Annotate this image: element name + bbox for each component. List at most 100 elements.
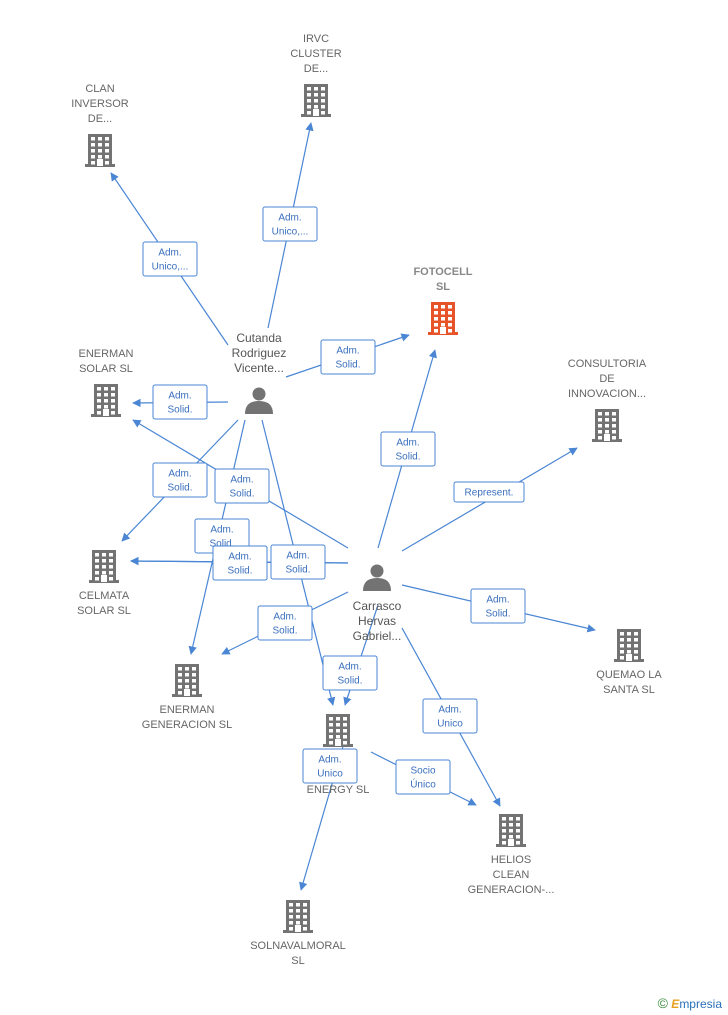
brand-initial: E (671, 997, 680, 1011)
relation-label[interactable]: Adm.Solid. (152, 462, 208, 498)
relation-label-text: Solid. (335, 360, 360, 371)
relation-label[interactable]: Adm.Solid. (152, 384, 208, 420)
node-fotocell[interactable]: FOTOCELL SL (413, 266, 473, 335)
node-label: CELMATA (79, 590, 130, 602)
node-label: SOLAR SL (79, 363, 133, 375)
node-helios[interactable]: HELIOSCLEANGENERACION-... (468, 814, 555, 896)
node-enerman_gen[interactable]: ENERMAN GENERACION SL (142, 664, 232, 731)
relation-label-text: Solid. (167, 483, 192, 494)
relation-label-box (395, 759, 451, 795)
relation-label[interactable]: Adm. Unico,... (262, 206, 318, 242)
relation-label-text: Adm. (486, 595, 509, 606)
node-label: HELIOS (491, 854, 531, 866)
node-clan[interactable]: CLAN INVERSOR DE... (71, 83, 129, 167)
building-icon (91, 384, 121, 417)
relation-label-box (212, 545, 268, 581)
relation-label[interactable]: Adm. Unico,... (142, 241, 198, 277)
brand-name: mpresia (679, 997, 722, 1011)
node-label: SL (291, 955, 304, 967)
copyright-icon: © (657, 995, 668, 1011)
node-label: Gabriel... (353, 629, 402, 643)
relation-label[interactable]: Adm.Unico (302, 748, 358, 784)
relation-label-box (320, 339, 376, 375)
empresia-watermark[interactable]: © Empresia (658, 995, 722, 1011)
relation-label-text: Adm. (230, 475, 253, 486)
node-label: ENERMAN (78, 348, 133, 360)
building-icon (614, 629, 644, 662)
node-label: DE... (88, 113, 112, 125)
node-label: INVERSOR (71, 98, 129, 110)
relation-label-text: Adm. (158, 248, 181, 259)
node-carrasco[interactable]: CarrascoHervasGabriel... (353, 564, 402, 644)
relation-label-box (380, 431, 436, 467)
node-label: IRVC (303, 33, 329, 45)
relation-label-text: Adm. (168, 391, 191, 402)
relation-label-box (302, 748, 358, 784)
node-label: Carrasco (353, 599, 402, 613)
relation-label-text: Adm. (210, 525, 233, 536)
relation-label[interactable]: Adm. Solid. (257, 605, 313, 641)
node-label: Hervas (358, 614, 396, 628)
node-label: CLEAN (493, 869, 530, 881)
relation-label-box (152, 384, 208, 420)
node-label: DE (599, 373, 614, 385)
node-label: ENERMAN (159, 704, 214, 716)
node-label: FOTOCELL (413, 266, 472, 278)
relation-label[interactable]: Represent. (453, 481, 525, 503)
node-label: Rodriguez (232, 346, 287, 360)
relation-label-box (262, 206, 318, 242)
relation-label[interactable]: Adm. Solid. (380, 431, 436, 467)
relation-label-text: Adm. (396, 438, 419, 449)
relation-label-text: Solid. (272, 626, 297, 637)
node-label: SOLAR SL (77, 605, 131, 617)
relation-label-text: Adm. (273, 612, 296, 623)
node-label: CLUSTER (290, 48, 341, 60)
relation-label-text: Solid. (209, 539, 234, 550)
relation-label-box (257, 605, 313, 641)
node-enerman_solar[interactable]: ENERMAN SOLAR SL (78, 348, 134, 417)
relation-label[interactable]: Adm.Solid. (320, 339, 376, 375)
node-irvc[interactable]: IRVC CLUSTER DE... (290, 33, 342, 117)
relation-label-text: Represent. (465, 488, 514, 499)
node-label: ENERGY SL (307, 784, 370, 796)
relation-label-text: Solid. (485, 609, 510, 620)
relation-label-box (270, 544, 326, 580)
relation-label[interactable]: Adm.Solid. (270, 544, 326, 580)
relation-label[interactable]: Adm. Solid. (470, 588, 526, 624)
relation-label-text: Solid. (395, 452, 420, 463)
relation-label-text: Solid. (229, 489, 254, 500)
relation-label[interactable]: Adm.Unico (422, 698, 478, 734)
relation-label-text: Adm. (318, 755, 341, 766)
relation-label-box (470, 588, 526, 624)
node-label: Vicente... (234, 361, 284, 375)
node-label: SL (436, 281, 450, 293)
person-icon (363, 564, 391, 591)
node-cutanda[interactable]: CutandaRodriguezVicente... (232, 331, 287, 414)
relation-label-box (142, 241, 198, 277)
relation-label-box (322, 655, 378, 691)
relation-label-text: Adm. (338, 662, 361, 673)
node-label: CLAN (85, 83, 114, 95)
relation-label-text: Unico,... (272, 227, 309, 238)
building-icon (89, 550, 119, 583)
node-label: GENERACION SL (142, 719, 232, 731)
node-celmata[interactable]: CELMATA SOLAR SL (77, 550, 131, 617)
building-icon (496, 814, 526, 847)
node-label: DE... (304, 63, 328, 75)
node-label: CONSULTORIA (568, 358, 647, 370)
relation-label-box (453, 481, 525, 503)
relation-label[interactable]: Adm. Solid. (214, 468, 270, 504)
relation-label[interactable]: Adm.Solid. (212, 545, 268, 581)
relation-label-text: Adm. (286, 551, 309, 562)
relation-label-text: Socio (410, 766, 435, 777)
node-consultoria[interactable]: CONSULTORIADEINNOVACION... (568, 358, 647, 442)
relation-label-text: Unico,... (152, 262, 189, 273)
node-label: QUEMAO LA (596, 669, 662, 681)
relation-label-text: Adm. (278, 213, 301, 224)
relation-label[interactable]: Adm.Solid. (322, 655, 378, 691)
